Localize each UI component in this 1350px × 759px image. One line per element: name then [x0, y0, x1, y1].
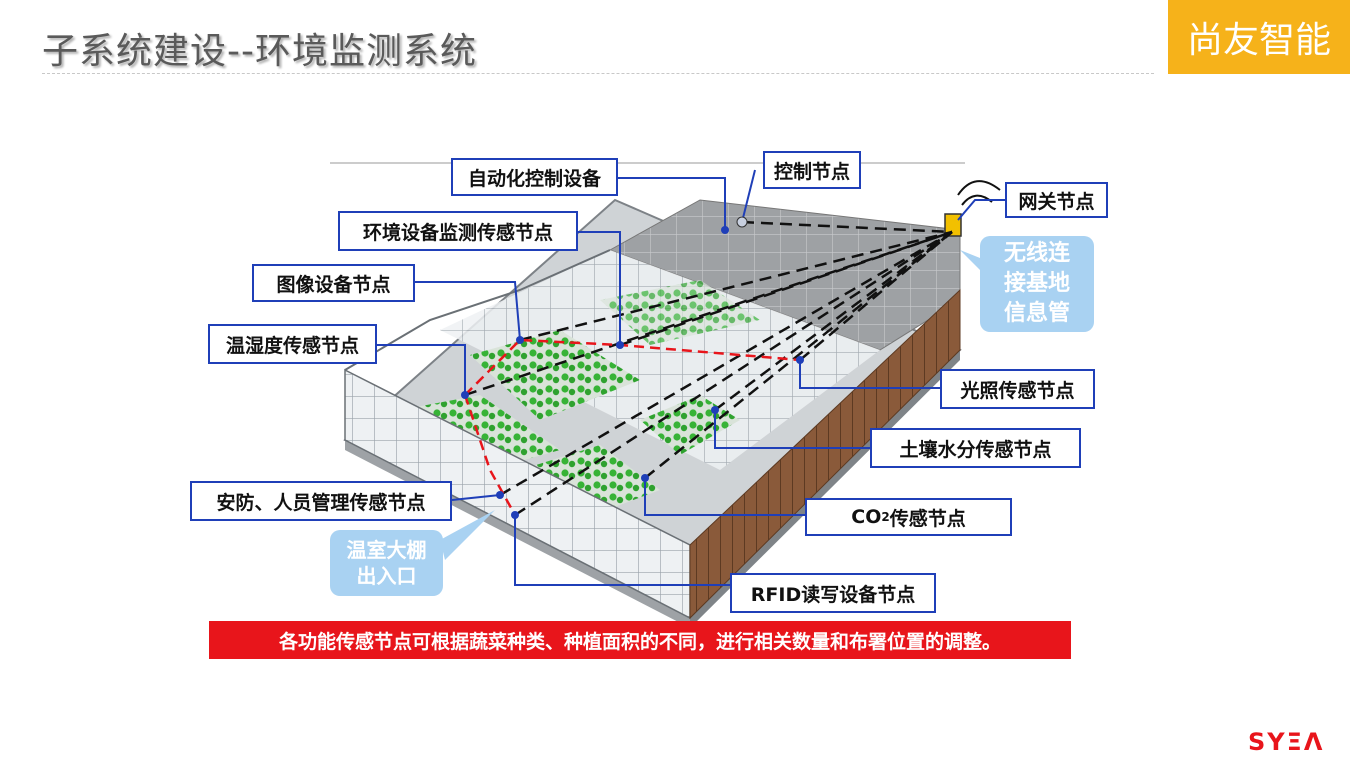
label-co2-suffix: 传感节点: [890, 504, 966, 531]
label-temp-humidity: 温湿度传感节点: [208, 324, 377, 364]
label-security: 安防、人员管理传感节点: [190, 481, 452, 521]
label-soil-moisture: 土壤水分传感节点: [870, 428, 1081, 468]
bubble-entrance: 温室大棚出入口: [330, 530, 443, 596]
label-co2-subscript: 2: [881, 510, 889, 524]
label-control-node: 控制节点: [763, 151, 861, 189]
label-light-sensor: 光照传感节点: [940, 369, 1095, 409]
company-logo: SYΞΛ: [1248, 728, 1324, 756]
label-auto-control: 自动化控制设备: [451, 158, 618, 196]
label-env-monitor: 环境设备监测传感节点: [338, 211, 578, 251]
label-rfid: RFID读写设备节点: [730, 573, 936, 613]
bubble-wireless: 无线连接基地信息管: [980, 236, 1094, 332]
label-co2-text: CO: [851, 506, 881, 528]
label-image-node: 图像设备节点: [252, 264, 415, 302]
label-gateway-node: 网关节点: [1005, 182, 1108, 218]
footnote-banner: 各功能传感节点可根据蔬菜种类、种植面积的不同，进行相关数量和布署位置的调整。: [209, 621, 1071, 659]
